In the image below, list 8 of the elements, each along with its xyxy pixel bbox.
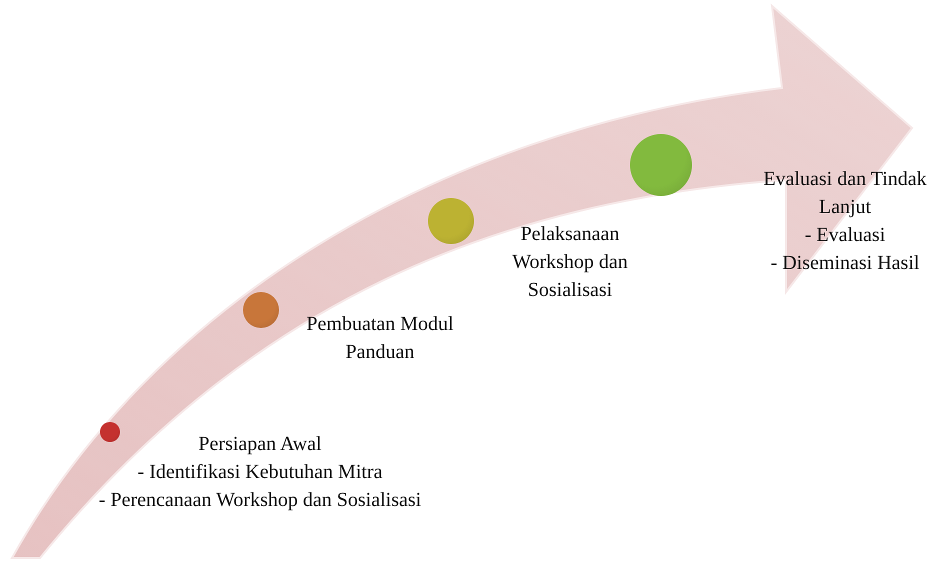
step-item: - Identifikasi Kebutuhan Mitra xyxy=(136,460,384,485)
step-title: Persiapan Awal xyxy=(197,432,323,457)
step-item: - Diseminasi Hasil xyxy=(770,251,920,276)
step-item: - Evaluasi xyxy=(804,223,886,248)
step-title: Pembuatan Modul Panduan xyxy=(305,312,455,365)
step-title: Pelaksanaan Workshop dan Sosialisasi xyxy=(511,222,629,303)
step-item: - Perencanaan Workshop dan Sosialisasi xyxy=(98,488,422,513)
step-title: Evaluasi dan Tindak Lanjut xyxy=(762,167,928,220)
